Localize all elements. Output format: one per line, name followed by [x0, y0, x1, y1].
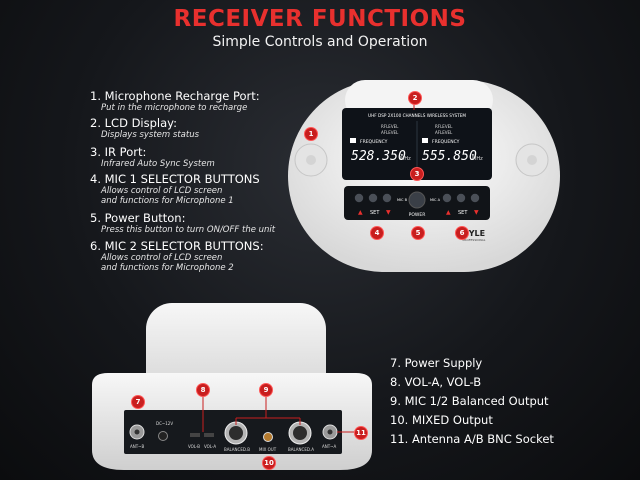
svg-text:▲: ▲: [358, 209, 363, 216]
feature-desc: Allows control of LCD screen and functio…: [101, 253, 234, 273]
power-button-graphic: [408, 191, 426, 209]
marker-10: 10: [262, 456, 276, 470]
mhz-b: MHz: [472, 156, 483, 162]
balanced-a-label: BALANCED.A: [288, 447, 314, 452]
ant-a-label: ANT~A: [322, 444, 337, 449]
set-label-right: SET: [458, 210, 468, 216]
svg-text:▼: ▼: [386, 209, 391, 216]
marker-11: 11: [354, 426, 368, 440]
feature-heading: 3. IR Port:: [90, 145, 147, 159]
af-level-a: AFLEVEL: [381, 130, 399, 135]
marker-3: 3: [410, 167, 424, 181]
marker-5: 5: [411, 226, 425, 240]
legend-item: 8. VOL-A, VOL-B: [390, 375, 482, 389]
feature-desc: Infrared Auto Sync System: [101, 159, 215, 169]
freq-a: 528.350: [351, 149, 406, 164]
mic-a-label: MIC A: [430, 198, 441, 202]
feature-heading: 6. MIC 2 SELECTOR BUTTONS:: [90, 239, 264, 253]
legend-item: 9. MIC 1/2 Balanced Output: [390, 394, 549, 408]
page-subtitle: Simple Controls and Operation: [212, 34, 428, 50]
frequency-label-b: FREQUENCY: [432, 139, 460, 145]
feature-5: 5. Power Button: Press this button to tu…: [90, 211, 310, 236]
feature-1: 1. Microphone Recharge Port: Put in the …: [90, 89, 310, 114]
feature-desc: Put in the microphone to recharge: [101, 103, 248, 113]
feature-heading: 2. LCD Display:: [90, 116, 178, 130]
dc-label: DC~12V: [156, 421, 173, 426]
marker-2: 2: [408, 91, 422, 105]
set-label-left: SET: [370, 210, 380, 216]
frequency-label-a: FREQUENCY: [360, 139, 388, 145]
power-label: POWER: [409, 212, 426, 218]
marker-9: 9: [259, 383, 273, 397]
marker-4: 4: [370, 226, 384, 240]
mhz-a: MHz: [400, 156, 411, 162]
feature-desc: Allows control of LCD screen and functio…: [101, 186, 234, 206]
af-level-b: AFLEVEL: [435, 130, 453, 135]
legend-item: 7. Power Supply: [390, 356, 483, 370]
feature-heading: 5. Power Button:: [90, 211, 186, 225]
marker-8: 8: [196, 383, 210, 397]
brand-logo: PYLE: [463, 229, 485, 238]
feature-4: 4. MIC 1 SELECTOR BUTTONS Allows control…: [90, 172, 310, 207]
svg-text:▼: ▼: [474, 209, 479, 216]
ant-b-label: ANT~B: [130, 444, 145, 449]
legend-item: 11. Antenna A/B BNC Socket: [390, 432, 554, 446]
balanced-b-label: BALANCED.B: [224, 447, 250, 452]
marker-7: 7: [131, 395, 145, 409]
vol-b-label: VOL-B: [188, 444, 200, 449]
feature-desc: Displays system status: [101, 130, 200, 140]
vol-a-label: VOL-A: [204, 444, 216, 449]
mic-b-label: MIC B: [397, 198, 408, 202]
brand-sub: PROFESSIONAL: [463, 238, 486, 242]
mix-out-label: MIX OUT: [259, 447, 277, 452]
feature-heading: 1. Microphone Recharge Port:: [90, 89, 260, 103]
rf-level-b: RFLEVEL: [435, 124, 453, 129]
page-title: RECEIVER FUNCTIONS: [173, 6, 467, 32]
feature-desc: Press this button to turn ON/OFF the uni…: [101, 225, 276, 235]
lcd-header: UHF DSP 2X100 CHANNELS WIRELESS SYSTEM: [368, 113, 466, 118]
marker-6: 6: [455, 226, 469, 240]
feature-2: 2. LCD Display: Displays system status: [90, 116, 310, 141]
feature-3: 3. IR Port: Infrared Auto Sync System: [90, 145, 310, 170]
marker-1: 1: [304, 127, 318, 141]
feature-heading: 4. MIC 1 SELECTOR BUTTONS: [90, 172, 260, 186]
svg-text:▲: ▲: [446, 209, 451, 216]
feature-6: 6. MIC 2 SELECTOR BUTTONS: Allows contro…: [90, 239, 310, 274]
rf-level-a: RFLEVEL: [381, 124, 399, 129]
rear-legend: 7. Power Supply 8. VOL-A, VOL-B 9. MIC 1…: [390, 356, 630, 451]
freq-b: 555.850: [422, 149, 477, 164]
legend-item: 10. MIXED Output: [390, 413, 493, 427]
